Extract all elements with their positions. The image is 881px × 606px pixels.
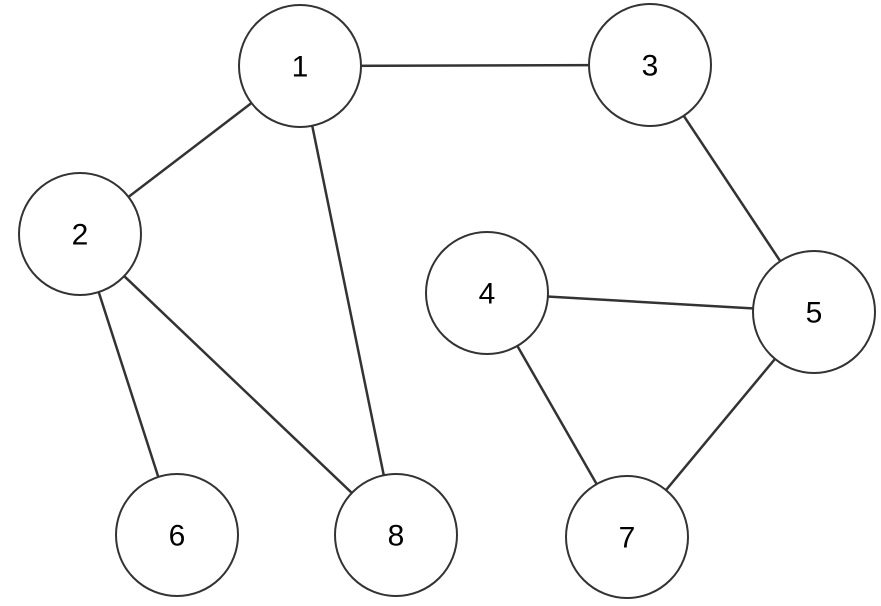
graph-node-2[interactable]: 2 [18, 172, 142, 296]
graph-node-6[interactable]: 6 [115, 473, 239, 597]
graph-node-5[interactable]: 5 [752, 250, 876, 374]
node-label-2: 2 [72, 219, 89, 252]
node-circle-6[interactable] [115, 473, 239, 597]
node-label-8: 8 [388, 520, 405, 553]
node-circle-3[interactable] [588, 3, 712, 127]
graph-edge-1-8[interactable] [298, 64, 398, 537]
node-circle-5[interactable] [752, 250, 876, 374]
graph-node-1[interactable]: 1 [238, 4, 362, 128]
node-label-1: 1 [292, 51, 309, 84]
node-label-5: 5 [806, 297, 823, 330]
graph-node-7[interactable]: 7 [565, 475, 689, 599]
node-circle-4[interactable] [425, 231, 549, 355]
node-label-7: 7 [619, 522, 636, 555]
graph-node-4[interactable]: 4 [425, 231, 549, 355]
graph-node-3[interactable]: 3 [588, 3, 712, 127]
node-circle-7[interactable] [565, 475, 689, 599]
graph-node-8[interactable]: 8 [334, 473, 458, 597]
graph-edge-2-8[interactable] [78, 232, 398, 537]
node-circle-1[interactable] [238, 4, 362, 128]
node-circle-2[interactable] [18, 172, 142, 296]
node-label-4: 4 [479, 278, 496, 311]
node-circle-8[interactable] [334, 473, 458, 597]
node-label-6: 6 [169, 520, 186, 553]
node-label-3: 3 [642, 50, 659, 83]
